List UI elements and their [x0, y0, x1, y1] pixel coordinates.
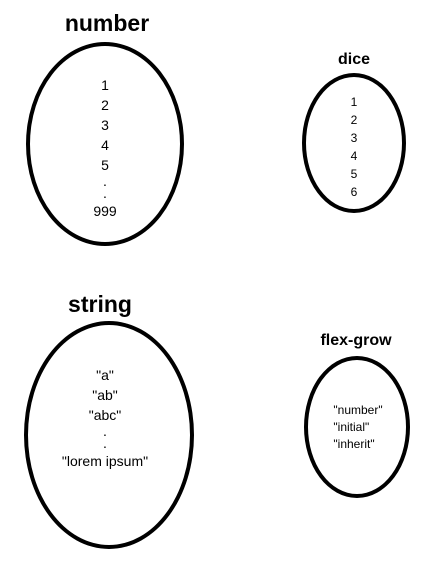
- number-set-values: 1 2 3 4 5 . . 999: [93, 75, 116, 223]
- ellipsis-dot: .: [103, 423, 107, 439]
- string-set-ellipse: [24, 321, 194, 549]
- set-value: 4: [101, 137, 109, 153]
- number-set-title: number: [64, 10, 150, 36]
- flex-grow-set-title: flex-grow: [320, 332, 392, 349]
- string-set-title: string: [68, 291, 132, 317]
- set-value: "lorem ipsum": [61, 453, 149, 469]
- set-value: "abc": [88, 407, 122, 423]
- set-value: 3: [101, 117, 109, 133]
- dice-set-title: dice: [337, 51, 371, 68]
- set-value: 1: [350, 95, 358, 109]
- flex-grow-set-ellipse: [304, 356, 410, 498]
- set-value: "inherit": [333, 437, 375, 451]
- set-value: 3: [350, 131, 358, 145]
- set-value: 1: [101, 77, 109, 93]
- set-value: 5: [350, 167, 358, 181]
- ellipsis-dot: .: [103, 173, 107, 189]
- flex-grow-set-values: "number" "initial" "inherit": [333, 402, 382, 453]
- set-value: "initial": [333, 420, 370, 434]
- dice-set-values: 1 2 3 4 5 6: [351, 93, 358, 201]
- set-value: "number": [333, 403, 383, 417]
- set-value: 2: [350, 113, 358, 127]
- ellipsis-dot: .: [103, 185, 107, 201]
- set-value: 2: [101, 97, 109, 113]
- number-set-ellipse: [26, 42, 184, 246]
- set-value: "ab": [92, 387, 118, 403]
- set-value: 6: [350, 185, 358, 199]
- dice-set-ellipse: [302, 73, 406, 213]
- set-value: 4: [350, 149, 358, 163]
- set-value: 999: [93, 203, 117, 219]
- set-value: 5: [101, 157, 109, 173]
- ellipsis-dot: .: [103, 435, 107, 451]
- string-set-values: "a" "ab" "abc" . . "lorem ipsum": [62, 365, 148, 473]
- set-value: "a": [96, 367, 114, 383]
